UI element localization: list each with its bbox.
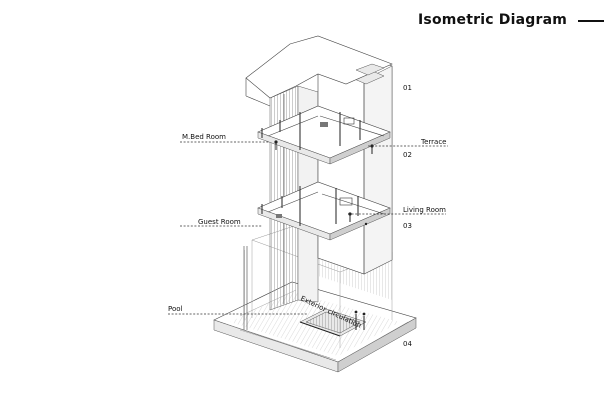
level-02: 02 (403, 151, 412, 159)
label-living-room: Living Room (403, 206, 446, 214)
level-04: 04 (403, 340, 412, 348)
level-01: 01 (403, 84, 412, 92)
label-guest-room: Guest Room (198, 218, 241, 226)
leader-lines (168, 141, 448, 315)
label-pool: Pool (168, 305, 183, 313)
title-underline (578, 20, 604, 22)
level-03: 03 (403, 222, 412, 230)
label-terrace: Terrace (420, 138, 446, 146)
middle-floor (257, 181, 391, 241)
roof (245, 35, 393, 107)
diagram-title: Isometric Diagram (418, 12, 568, 28)
pool (299, 308, 367, 337)
vertical-elements (243, 246, 366, 330)
upper-floor (257, 105, 391, 165)
label-master-bedroom: M.Bed Room (182, 133, 226, 141)
